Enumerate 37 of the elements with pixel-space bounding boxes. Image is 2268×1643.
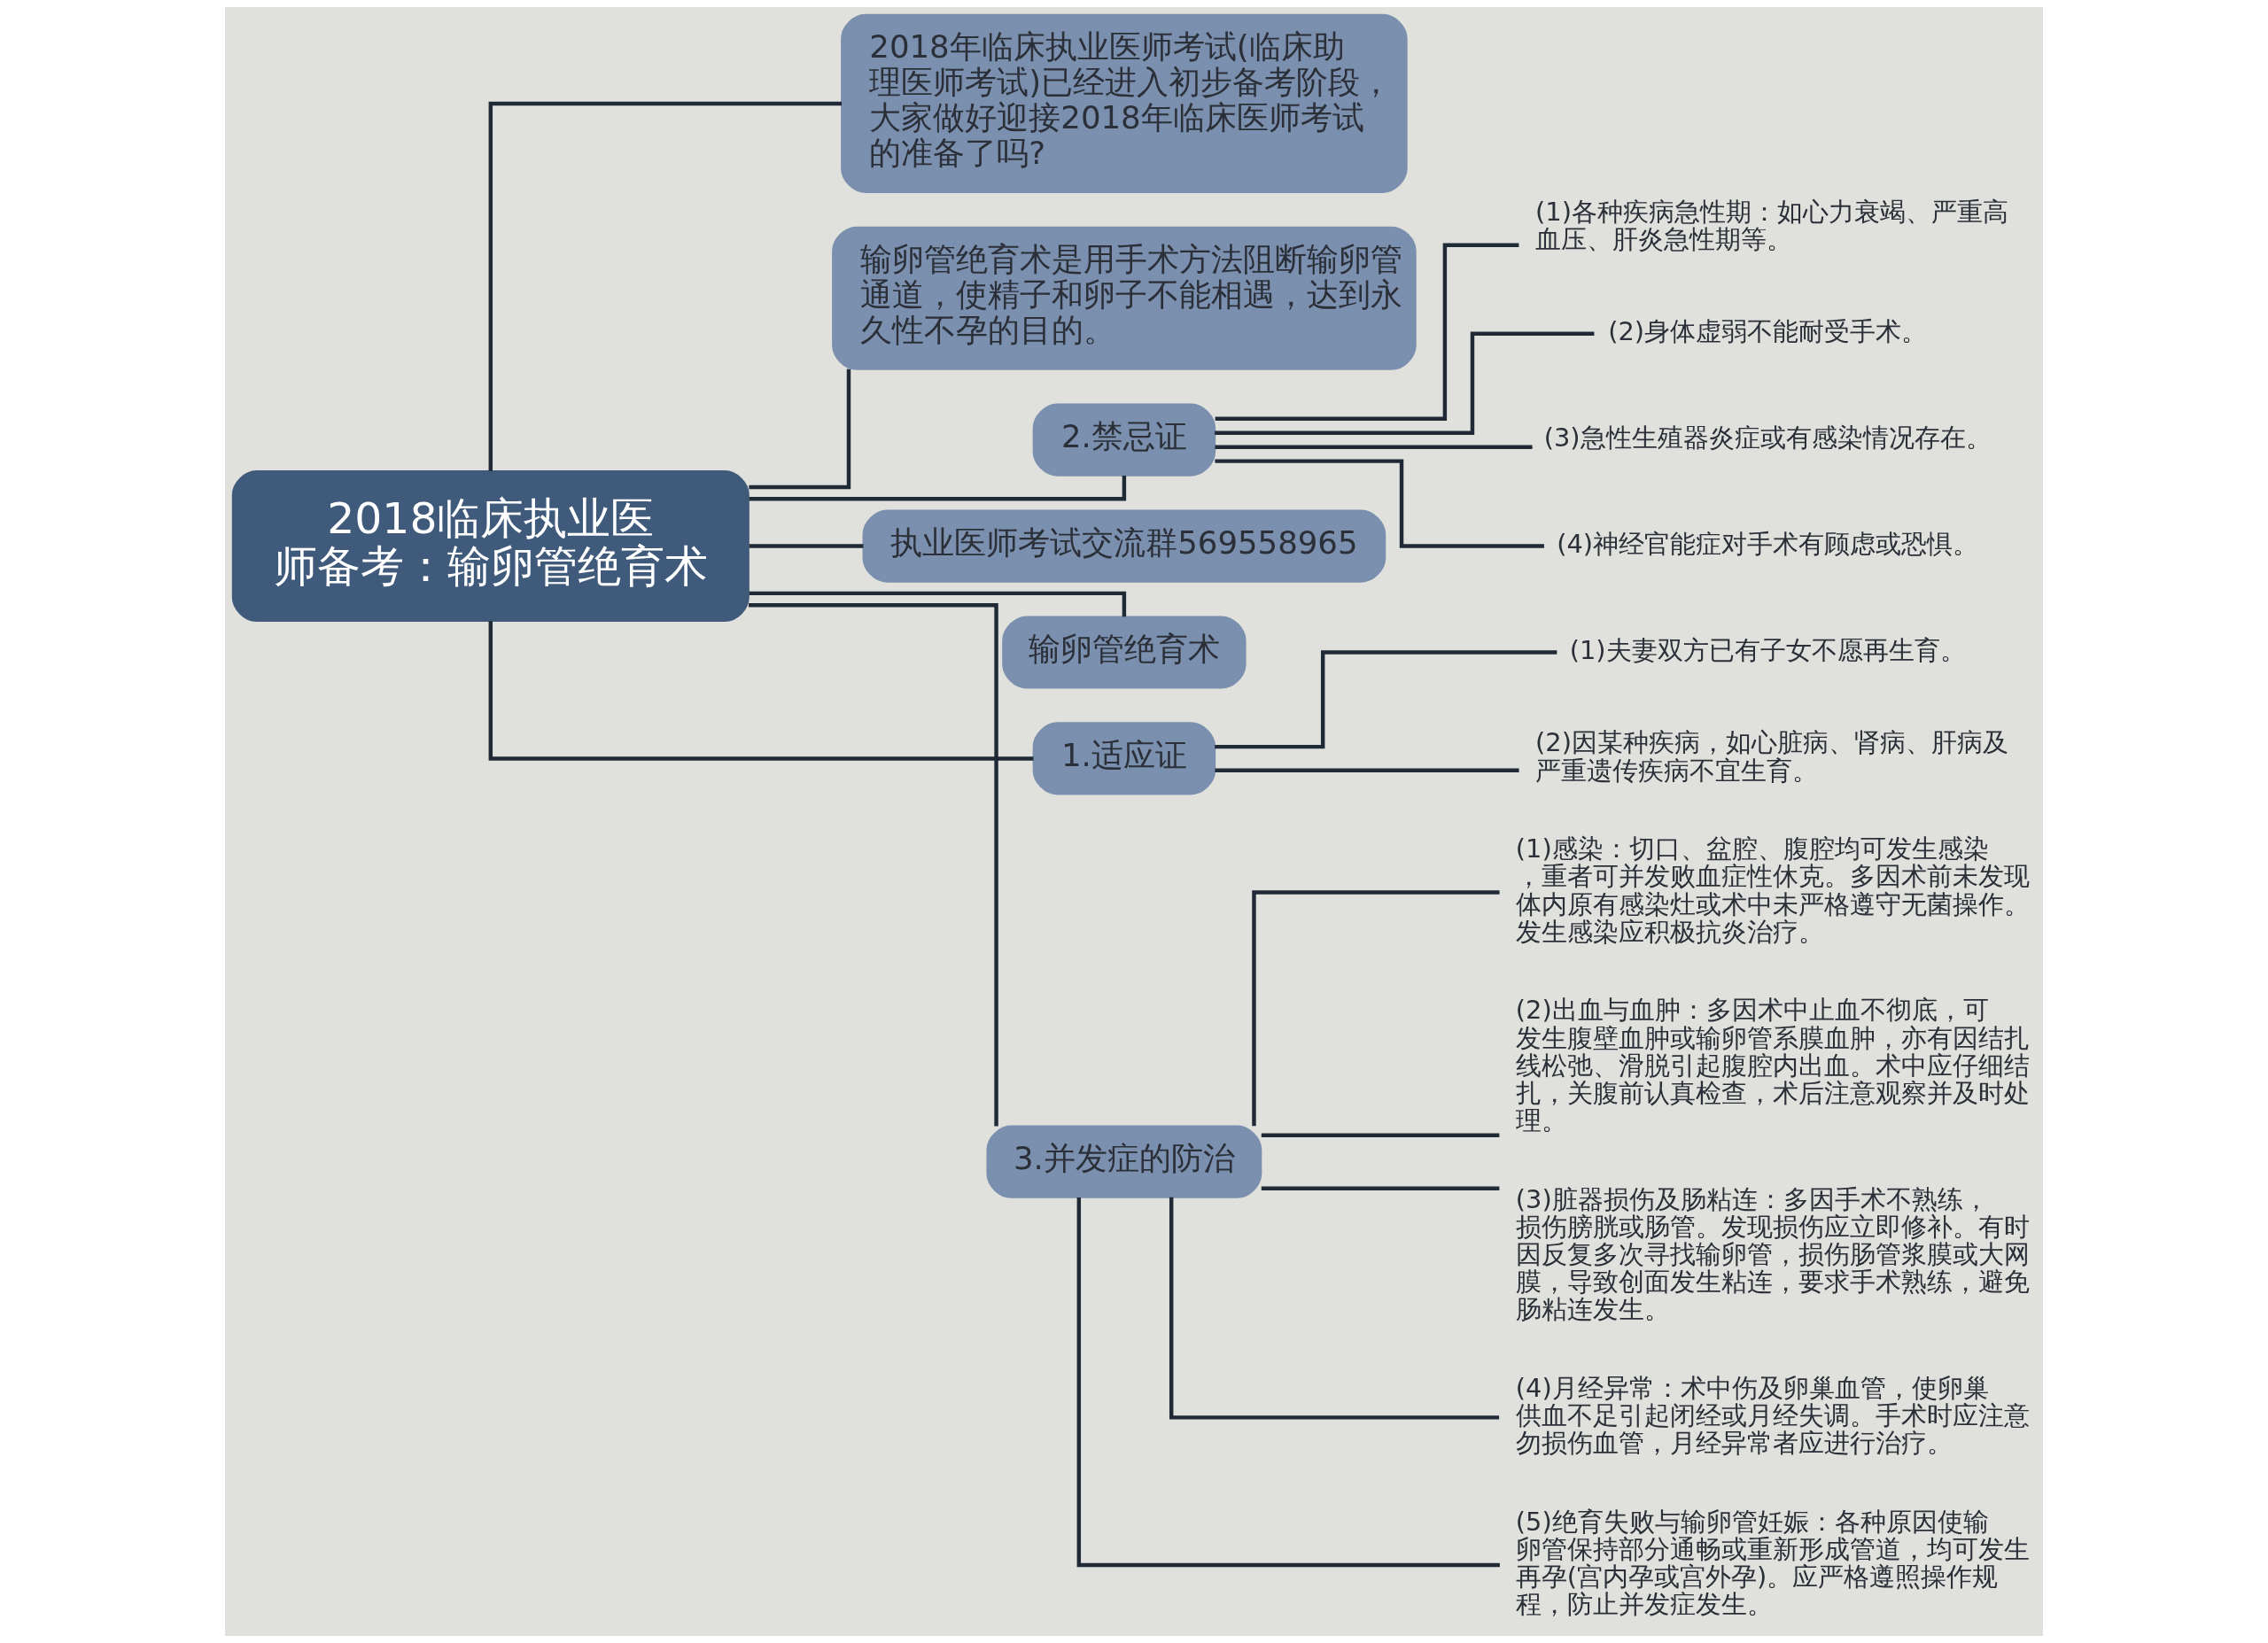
node-text: (2)因某种疾病，如心脏病、肾病、肝病及严重遗传疾病不宜生育。: [1535, 727, 2008, 786]
node-text: (5)绝育失败与输卵管妊娠：各种原因使输卵管保持部分通畅或重新形成管道，均可发生再孕(宫内孕或宫外孕)。应严格遵照操作规程，防止并发症发生。: [1515, 1506, 2030, 1620]
node-box: 2018临床执业医师备考：输卵管绝育术: [231, 470, 750, 623]
node-text: (4)月经异常：术中伤及卵巢血管，使卵巢供血不足引起闭经或月经失调。手术时应注意勿损伤血管，月经异常者应进行治疗。: [1515, 1372, 2030, 1459]
node-box: 输卵管绝育术是用手术方法阻断输卵管通道，使精子和卵子不能相遇，达到永久性不孕的目的。: [832, 226, 1417, 370]
node-text: (2)出血与血肿：多因术中止血不彻底，可发生腹壁血肿或输卵管系膜血肿，亦有因结扎线松弛、滑脱引起腹腔内出血。术中应仔细结扎，关腹前认真检查，术后注意观察并及时处理。: [1515, 995, 2030, 1135]
connector: [488, 101, 843, 471]
node-box: 3.并发症的防治: [986, 1125, 1262, 1198]
node-text: (3)脏器损伤及肠粘连：多因手术不熟练，损伤膀胱或肠管。发现损伤应立即修补。有时因反复多次寻找输卵管，损伤肠管浆膜或大网膜，导致创面发生粘连，要求手术熟练，避免肠粘连发生。: [1515, 1183, 2030, 1325]
connector: [1169, 1197, 1500, 1420]
connector: [1215, 331, 1595, 435]
node-box: 1.适应证: [1032, 722, 1216, 795]
connector: [749, 475, 1127, 501]
connector: [1252, 890, 1500, 1127]
node-text: (3)急性生殖器炎症或有感染情况存在。: [1543, 422, 1992, 453]
connector: [1076, 1197, 1500, 1568]
node-text: (2)身体虚弱不能耐受手术。: [1608, 316, 1928, 347]
node-text: (4)神经官能症对手术有顾虑或恐惧。: [1557, 529, 1979, 560]
node-text: (1)夫妻双方已有子女不愿再生育。: [1569, 635, 1966, 666]
node-box: 2.禁忌证: [1032, 403, 1216, 477]
connector: [749, 603, 998, 1127]
node-text: (1)各种疾病急性期：如心力衰竭、严重高血压、肝炎急性期等。: [1535, 196, 2008, 254]
connector: [1215, 768, 1519, 772]
connector: [1215, 243, 1519, 421]
connector: [488, 621, 1034, 761]
connector: [1261, 1133, 1500, 1137]
node-text: (1)感染：切口、盆腔、腹腔均可发生感染，重者可并发败血症性休克。多因术前未发现体内原有感染灶或术中未严格遵守无菌操作。发生感染应积极抗炎治疗。: [1515, 833, 2030, 947]
connector: [749, 591, 1127, 617]
node-box: 执业医师考试交流群569558965: [862, 509, 1386, 583]
node-box: 2018年临床执业医师考试(临床助理医师考试)已经进入初步备考阶段，大家做好迎接2018年临床医师考试的准备了吗?: [841, 13, 1408, 193]
connector: [1215, 445, 1533, 449]
connector: [1215, 650, 1557, 749]
connector: [1215, 459, 1544, 548]
node-box: 输卵管绝育术: [1002, 616, 1247, 689]
connector: [749, 544, 864, 548]
connector: [1261, 1186, 1500, 1190]
connector: [749, 368, 851, 490]
